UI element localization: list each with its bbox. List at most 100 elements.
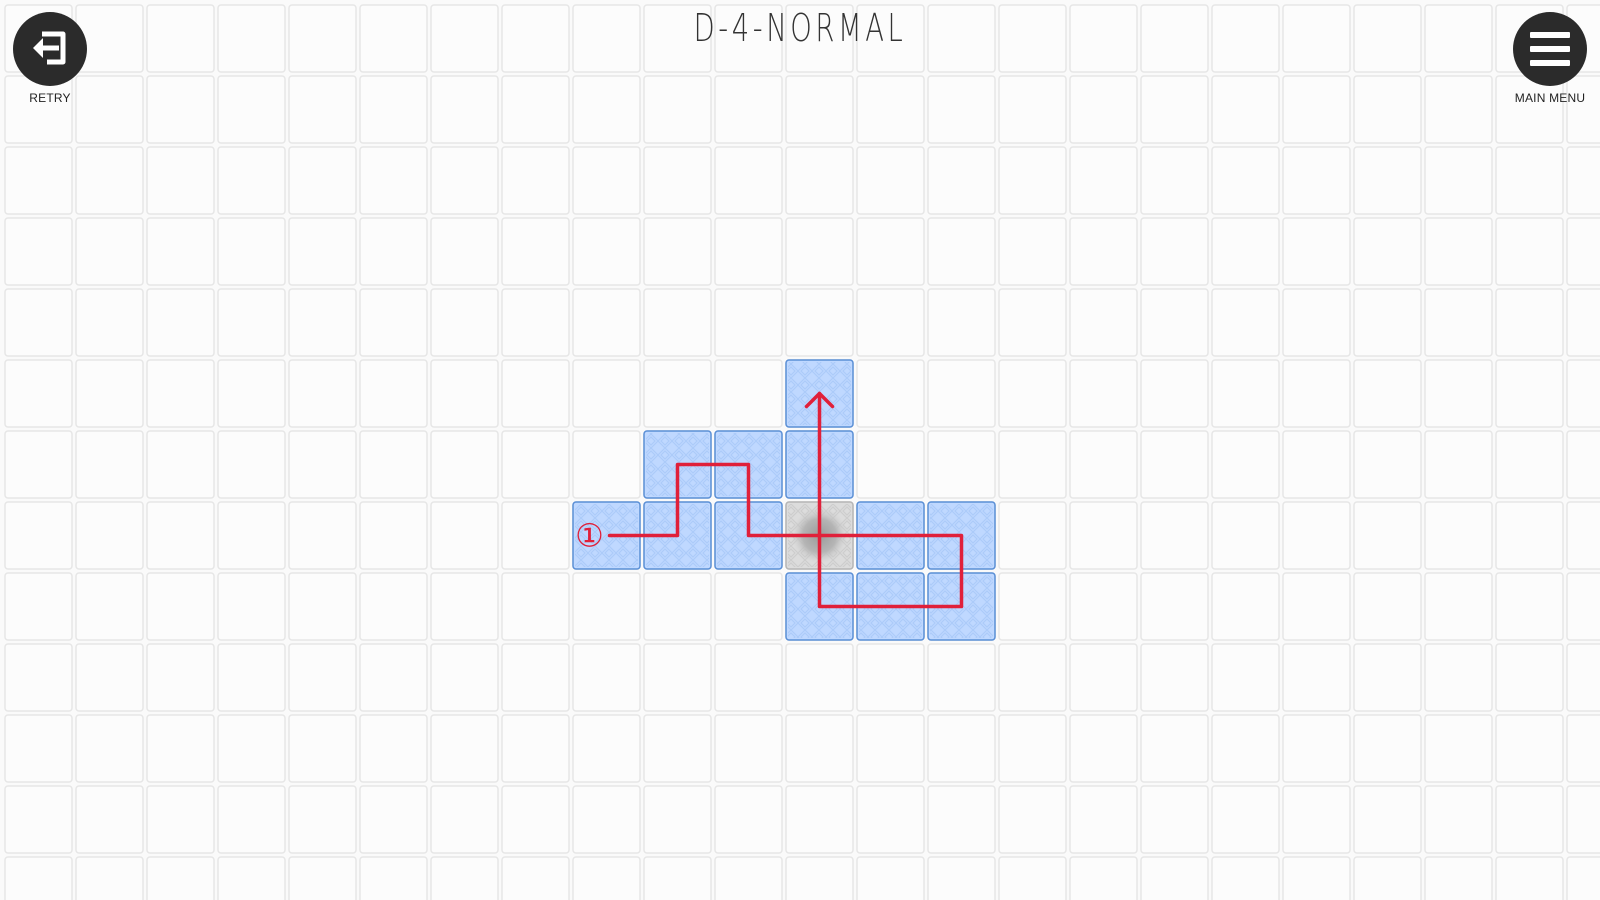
grid-cell xyxy=(1353,75,1422,144)
grid-cell xyxy=(1424,643,1493,712)
grid-cell xyxy=(430,430,499,499)
grid-cell xyxy=(643,785,712,854)
grid-cell xyxy=(359,430,428,499)
grid-cell xyxy=(643,217,712,286)
grid-cell xyxy=(643,4,712,73)
grid-cell xyxy=(1495,501,1564,570)
retry-button[interactable]: RETRY xyxy=(0,12,100,105)
grid-cell xyxy=(1424,714,1493,783)
grid-cell xyxy=(4,785,73,854)
grid-cell xyxy=(1211,4,1280,73)
grid-cell xyxy=(572,572,641,641)
grid-cell xyxy=(572,643,641,712)
grid-cell xyxy=(1069,288,1138,357)
grid-cell xyxy=(146,75,215,144)
grid-cell xyxy=(572,4,641,73)
grid-cell xyxy=(1353,288,1422,357)
grid-cell xyxy=(1282,217,1351,286)
grid-cell xyxy=(359,288,428,357)
grid-cell xyxy=(359,359,428,428)
hamburger-menu-icon[interactable] xyxy=(1513,12,1587,86)
grid-cell xyxy=(856,75,925,144)
grid-cell xyxy=(1140,572,1209,641)
grid-cell xyxy=(714,714,783,783)
grid-cell xyxy=(430,288,499,357)
grid-cell xyxy=(359,501,428,570)
grid-cell xyxy=(1211,146,1280,215)
grid-cell xyxy=(643,856,712,900)
grid-cell xyxy=(1424,4,1493,73)
grid-cell xyxy=(288,856,357,900)
grid-cell xyxy=(572,430,641,499)
grid-cell xyxy=(1566,217,1600,286)
grid-cell xyxy=(359,572,428,641)
grid-cell xyxy=(75,146,144,215)
grid-cell xyxy=(359,785,428,854)
start-marker: ① xyxy=(575,517,604,555)
grid-cell xyxy=(146,572,215,641)
grid-cell xyxy=(217,856,286,900)
grid-cell xyxy=(288,714,357,783)
grid-cell xyxy=(643,572,712,641)
grid-cell xyxy=(146,501,215,570)
grid-cell xyxy=(856,4,925,73)
grid-cell xyxy=(501,572,570,641)
grid-cell xyxy=(856,359,925,428)
grid-cell xyxy=(1211,785,1280,854)
grid-cell xyxy=(998,4,1067,73)
grid-cell xyxy=(501,75,570,144)
grid-cell xyxy=(501,146,570,215)
grid-cell xyxy=(927,785,996,854)
grid-cell xyxy=(785,75,854,144)
grid-cell xyxy=(1353,146,1422,215)
grid-cell xyxy=(1495,572,1564,641)
grid-cell xyxy=(4,714,73,783)
grid-cell xyxy=(643,288,712,357)
grid-cell xyxy=(572,359,641,428)
grid-cell xyxy=(430,856,499,900)
grid-cell xyxy=(1140,75,1209,144)
main-menu-button[interactable]: MAIN MENU xyxy=(1500,12,1600,105)
grid-cell xyxy=(1069,75,1138,144)
grid-cell xyxy=(1495,288,1564,357)
grid-cell xyxy=(856,785,925,854)
grid-cell xyxy=(4,643,73,712)
grid-cell xyxy=(1140,359,1209,428)
grid-cell xyxy=(288,785,357,854)
grid-cell xyxy=(1282,501,1351,570)
grid-cell xyxy=(1282,359,1351,428)
grid-cell xyxy=(1495,785,1564,854)
grid-cell xyxy=(1140,146,1209,215)
grid-cell xyxy=(4,146,73,215)
grid-cell xyxy=(1069,430,1138,499)
grid-cell xyxy=(785,146,854,215)
grid-cell xyxy=(998,501,1067,570)
grid-cell xyxy=(714,4,783,73)
grid-cell xyxy=(1566,785,1600,854)
background-grid xyxy=(4,4,1600,900)
grid-cell xyxy=(359,4,428,73)
grid-cell xyxy=(1140,430,1209,499)
grid-cell xyxy=(4,288,73,357)
grid-cell xyxy=(927,288,996,357)
grid-cell xyxy=(714,217,783,286)
grid-cell xyxy=(1495,217,1564,286)
grid-cell xyxy=(1069,572,1138,641)
grid-cell xyxy=(146,785,215,854)
grid-cell xyxy=(998,288,1067,357)
grid-cell xyxy=(1140,501,1209,570)
grid-cell xyxy=(1495,430,1564,499)
grid-cell xyxy=(927,146,996,215)
grid-cell xyxy=(1566,714,1600,783)
grid-cell xyxy=(75,714,144,783)
grid-cell xyxy=(998,572,1067,641)
grid-cell xyxy=(217,785,286,854)
grid-cell xyxy=(572,288,641,357)
grid-cell xyxy=(1211,288,1280,357)
grid-cell xyxy=(1282,146,1351,215)
grid-cell xyxy=(288,430,357,499)
grid-cell xyxy=(1211,359,1280,428)
retry-icon[interactable] xyxy=(13,12,87,86)
grid-cell xyxy=(1495,714,1564,783)
